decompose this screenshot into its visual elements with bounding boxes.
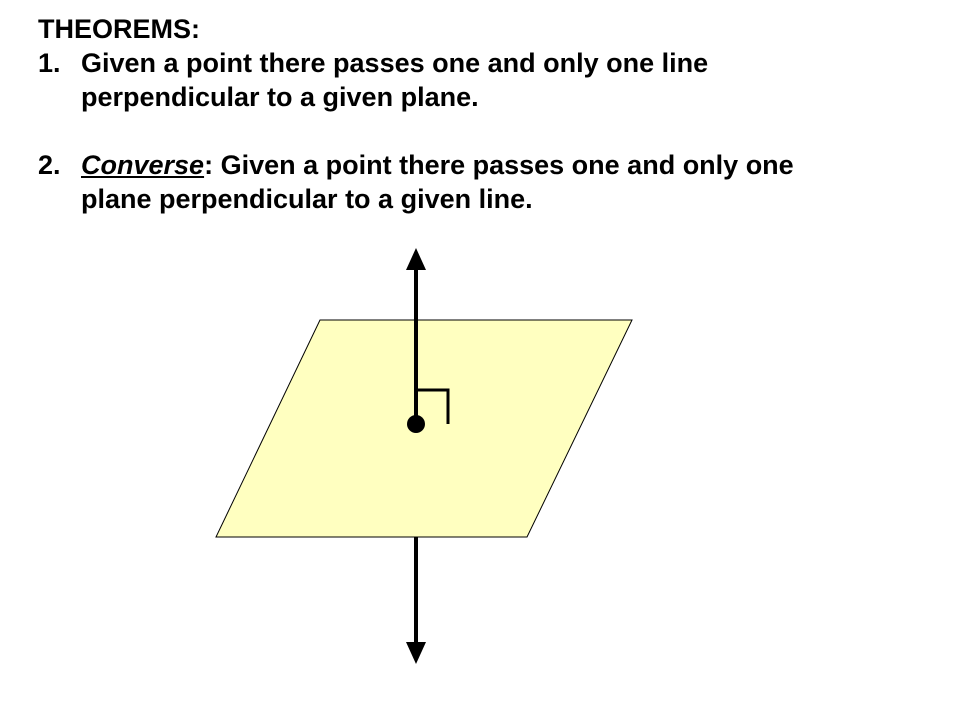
plane [215,319,633,538]
theorem-1: 1. Given a point there passes one and on… [38,46,938,114]
arrowhead-down [406,642,426,664]
theorem-2: 2. Converse: Given a point there passes … [38,148,938,216]
theorem-1-line2: perpendicular to a given plane. [81,82,479,112]
theorem-2-line1: Converse: Given a point there passes one… [81,148,938,182]
theorem-1-number: 1. [38,48,61,78]
arrowhead-up [406,248,426,270]
converse-label: Converse [81,150,205,180]
theorem-1-line1: Given a point there passes one and only … [81,48,709,78]
heading: THEOREMS: [38,14,200,44]
theorem-2-line1-rest: Given a point there passes one and only … [213,150,794,180]
theorem-2-line2: plane perpendicular to a given line. [81,184,533,214]
theorem-2-number: 2. [38,150,61,180]
theorem-text: THEOREMS: 1. Given a point there passes … [38,12,938,216]
right-angle-marker [416,388,450,424]
converse-colon: : [204,150,214,180]
point [407,415,425,433]
